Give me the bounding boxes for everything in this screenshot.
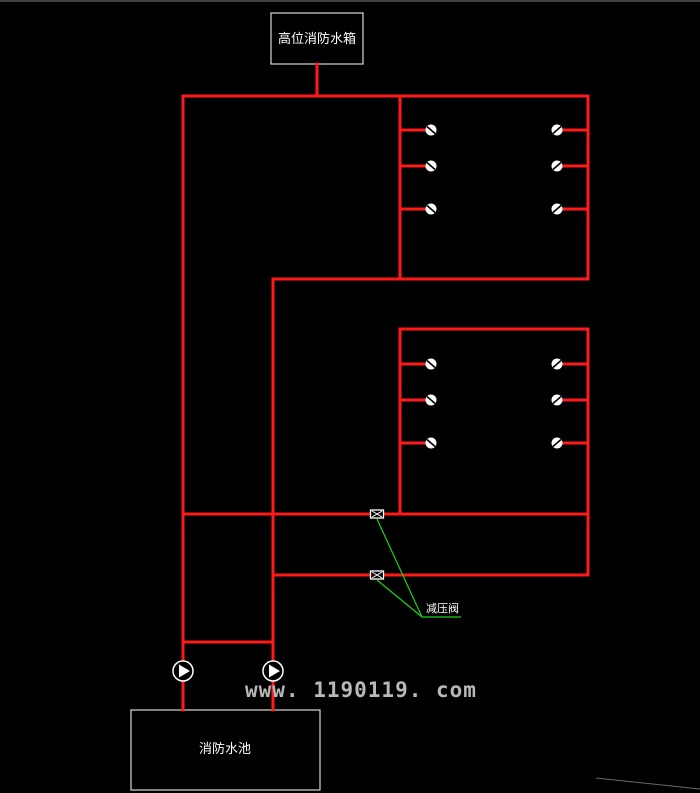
high-tank: 高位消防水箱 xyxy=(270,12,364,65)
sprinkler-head-icon xyxy=(551,203,563,215)
pipe-lower-zone xyxy=(271,327,590,577)
pressure-reducing-valves xyxy=(369,509,385,580)
fire-pool-label: 消防水池 xyxy=(199,741,251,757)
sprinkler-head-icon xyxy=(551,394,563,406)
sprinkler-head-icon xyxy=(551,358,563,370)
leader-line-upper xyxy=(376,518,423,618)
pressure-reducing-valve-icon xyxy=(369,570,385,580)
sprinkler-head-icon xyxy=(425,160,437,172)
sprinkler-head-icon xyxy=(425,394,437,406)
leader-line-lower xyxy=(376,579,423,618)
hydrant-heads xyxy=(425,124,563,449)
sprinkler-head-icon xyxy=(551,160,563,172)
pipe-top-main xyxy=(181,94,590,281)
fire-pool-box xyxy=(130,709,321,791)
sprinkler-head-icon xyxy=(425,124,437,136)
corner-line xyxy=(595,777,700,790)
high-tank-label: 高位消防水箱 xyxy=(278,31,356,47)
prv-label: 减压阀 xyxy=(426,601,459,615)
pump-icon xyxy=(262,660,284,682)
pump-icon xyxy=(172,660,194,682)
sprinkler-head-icon xyxy=(425,358,437,370)
sprinkler-head-icon xyxy=(425,203,437,215)
pressure-reducing-valve-icon xyxy=(369,509,385,519)
watermark-text: www. 1190119. com xyxy=(245,678,477,702)
sprinkler-head-icon xyxy=(551,124,563,136)
fire-pumps xyxy=(172,660,284,682)
sprinkler-head-icon xyxy=(551,437,563,449)
prv-leader: 减压阀 xyxy=(376,518,461,618)
fire-pool: 消防水池 xyxy=(130,709,321,791)
pipe-network xyxy=(181,62,590,712)
sprinkler-head-icon xyxy=(425,437,437,449)
